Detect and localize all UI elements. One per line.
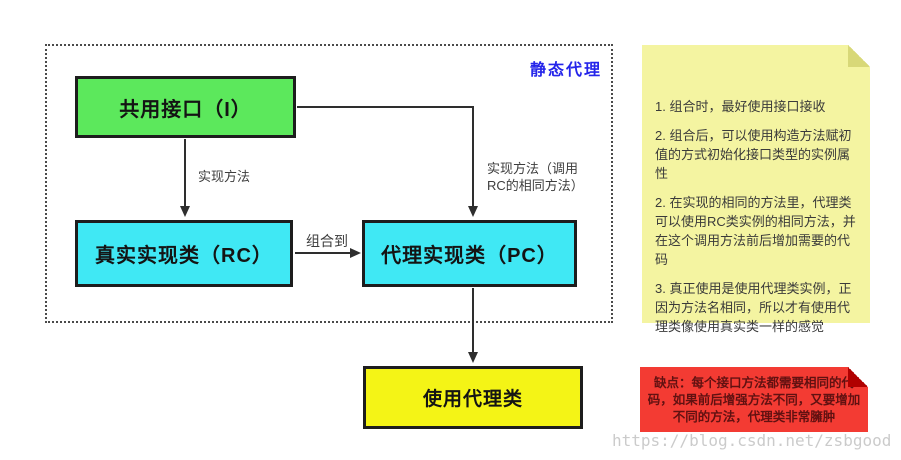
node-use-proxy-label: 使用代理类	[422, 389, 523, 410]
edge-label-implement-call-rc: 实现方法（调用 RC的相同方法）	[487, 161, 584, 193]
tips-note-item: 2. 在实现的相同的方法里，代理类可以使用RC类实例的相同方法，并在这个调用方法…	[655, 195, 856, 267]
watermark: https://blog.csdn.net/zsbgood	[612, 431, 892, 450]
edge-label-compose-into: 组合到	[306, 233, 348, 249]
static-proxy-group-box: 静态代理	[45, 44, 613, 323]
drawback-note-text: 缺点：每个接口方法都需要相同的代码，如果前后增强方法不同，又要增加不同的方法，代…	[647, 376, 861, 424]
group-title: 静态代理	[529, 62, 602, 79]
node-common-interface: 共用接口（I）	[75, 76, 296, 138]
node-real-class-label: 真实实现类（RC）	[95, 245, 273, 267]
node-use-proxy: 使用代理类	[363, 366, 583, 429]
note-fold-corner-icon	[848, 367, 868, 387]
note-fold-corner-icon	[848, 45, 870, 67]
tips-note-item: 2. 组合后，可以使用构造方法赋初值的方式初始化接口类型的实例属性	[655, 128, 852, 181]
tips-note-item: 1. 组合时，最好使用接口接收	[655, 99, 826, 114]
edge-label-implement-method: 实现方法	[198, 169, 251, 184]
node-real-class: 真实实现类（RC）	[75, 220, 293, 287]
drawback-note: 缺点：每个接口方法都需要相同的代码，如果前后增强方法不同，又要增加不同的方法，代…	[640, 367, 868, 432]
tips-note: 1. 组合时，最好使用接口接收 2. 组合后，可以使用构造方法赋初值的方式初始化…	[642, 45, 870, 334]
node-common-interface-label: 共用接口（I）	[119, 98, 252, 121]
node-proxy-class: 代理实现类（PC）	[362, 220, 577, 287]
tips-note-item: 3. 真正使用是使用代理类实例，正因为方法名相同，所以才有使用代理类像使用真实类…	[655, 281, 852, 334]
node-proxy-class-label: 代理实现类（PC）	[381, 245, 558, 267]
